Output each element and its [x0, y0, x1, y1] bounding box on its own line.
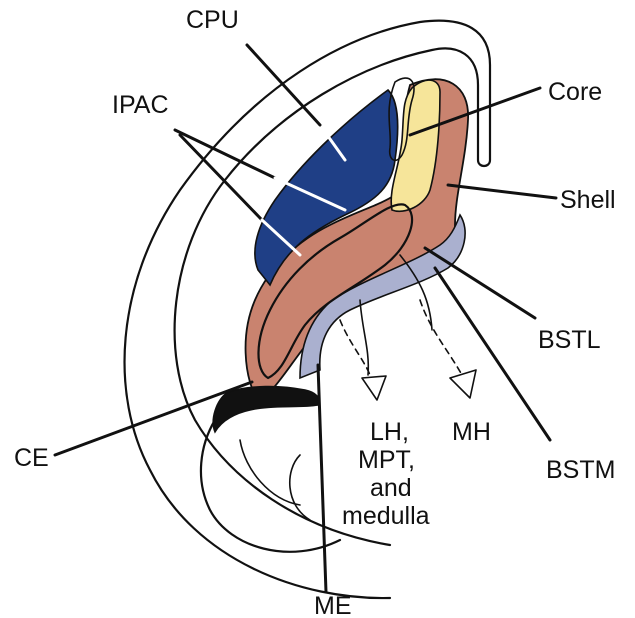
arrow-lh-head — [362, 376, 386, 400]
label-lh-line3: and — [370, 474, 412, 502]
ipac-leader-2 — [180, 135, 262, 220]
label-lh-line4: medulla — [342, 502, 430, 530]
ipac-leader-1 — [175, 130, 275, 178]
label-mh: MH — [452, 418, 491, 446]
arrow-mh-head — [450, 370, 476, 398]
arrow-mh-shaft — [420, 300, 462, 375]
label-me: ME — [314, 592, 352, 618]
label-ce: CE — [14, 444, 49, 472]
shell-leader — [448, 185, 556, 198]
label-shell: Shell — [560, 186, 616, 214]
label-bstl: BSTL — [538, 326, 601, 354]
bstm-leader — [435, 268, 550, 440]
label-ipac: IPAC — [112, 91, 169, 119]
label-cpu: CPU — [186, 6, 239, 34]
hippocampal-curve — [290, 455, 310, 520]
bstl-leader — [425, 248, 535, 318]
cpu-leader-ext — [247, 45, 320, 125]
label-lh-line1: LH, — [370, 418, 409, 446]
label-bstm: BSTM — [546, 456, 615, 484]
dark-band — [213, 386, 319, 432]
label-core: Core — [548, 78, 602, 106]
label-lh-line2: MPT, — [358, 446, 415, 474]
me-leader — [318, 365, 326, 592]
